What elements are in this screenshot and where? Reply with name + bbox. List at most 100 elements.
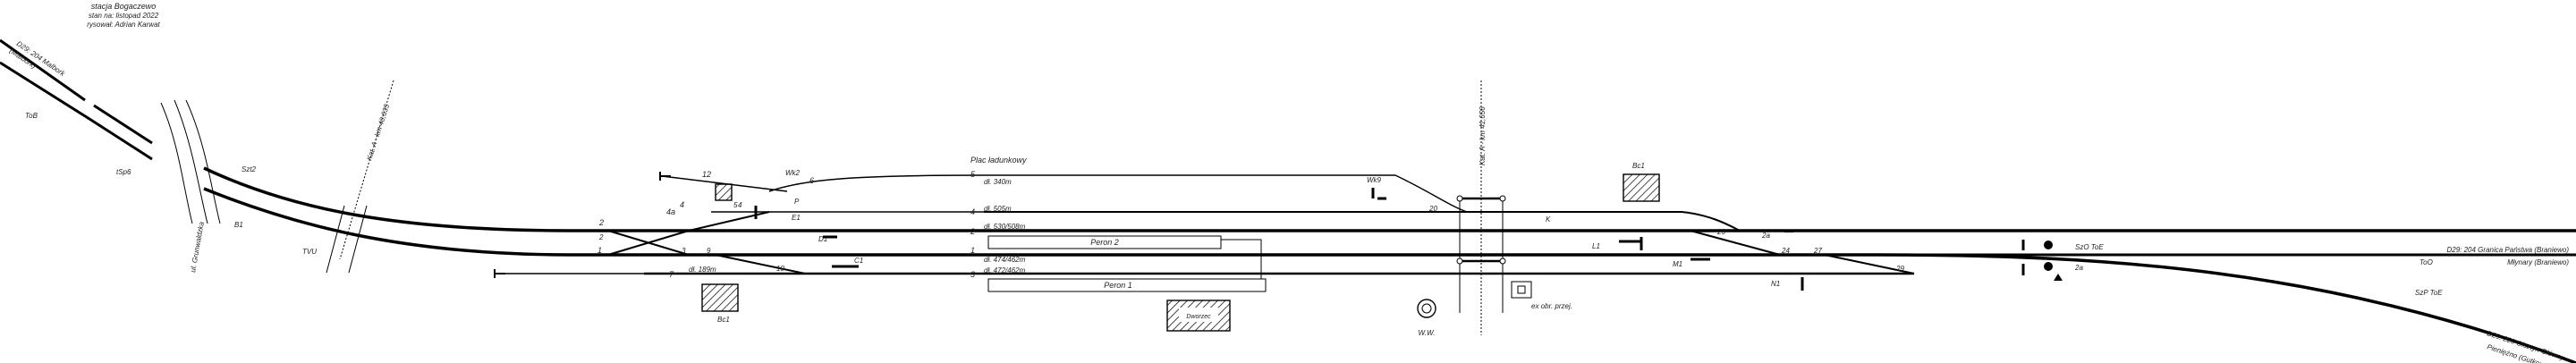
water-tower-label: W.W. (1419, 329, 1436, 337)
ex-crossing-label: ex obr. przej. (1531, 302, 1572, 310)
length-track-1: dł. 474/462m (984, 256, 1026, 264)
header: stacja Bogaczewo stan na: listopad 2022 … (87, 2, 160, 29)
author: rysował: Adrian Karwat (87, 21, 160, 29)
switch-20: 20 (1428, 205, 1437, 213)
km-label-right: Kat. A - km 41,656 (1479, 106, 1487, 165)
platform-2 (987, 235, 1222, 249)
signal-p: P (794, 198, 800, 206)
length-track-4: dł. 505m (984, 205, 1012, 213)
platform-access (1221, 239, 1262, 284)
station-building-label: Dworzec (1186, 314, 1211, 320)
road-label: ul. Grunwaldzka (189, 221, 206, 274)
label-2a: 2a (1761, 232, 1770, 240)
signal-box-left (701, 283, 739, 312)
state-date: stan na: listopad 2022 (89, 12, 159, 20)
barrier-post-4 (1499, 257, 1506, 265)
platform-1-label: Peron 1 (1104, 281, 1132, 290)
signal-box-right-label: Bc1 (1632, 162, 1645, 170)
level-crossings: Kat. A - km 40,635 Kat. A - km 41,656 (326, 80, 1506, 335)
switch-numbers: 2 3 4 5 9 10 20 23 24 27 29 (598, 201, 1904, 273)
track-number-1-right: 1 (970, 246, 975, 255)
road-edge-3 (185, 99, 221, 224)
main-tracks (203, 166, 2576, 363)
station-title: stacja Bogaczewo (91, 2, 157, 11)
crossover-9-10 (715, 254, 806, 274)
track-number-1: 1 (597, 246, 602, 255)
barrier-post-1 (1456, 195, 1463, 202)
track-number-4a: 4a (666, 207, 675, 216)
switch-5: 5 (733, 201, 738, 209)
road-edge-1 (160, 102, 193, 224)
signal-lamp-1 (2044, 241, 2053, 249)
crossing-left (326, 205, 368, 274)
signal-tzp: tSp6 (116, 168, 131, 176)
buffer-stop-7 (494, 269, 505, 278)
line-204-upper (0, 38, 86, 102)
track-number-7: 7 (669, 270, 674, 279)
signal-szt2: Szt2 (242, 165, 257, 173)
loading-yard-label: Plac ładunkowy (970, 156, 1027, 165)
switch-29: 29 (1895, 265, 1904, 273)
track-2 (203, 166, 2576, 232)
track-number-5: 5 (970, 170, 976, 179)
track-numbers: 2 4 4a 12 1 1 3 7 5 4 2 6 (597, 170, 976, 279)
signal-tvu: TVU (302, 248, 317, 256)
signal-box-left-label: Bc1 (717, 316, 730, 324)
platform-2-label: Peron 2 (1090, 238, 1119, 247)
length-track-5: dł. 340m (984, 178, 1012, 186)
signal-wk9-mast (1371, 188, 1386, 200)
crossover-1-4 (607, 230, 690, 256)
switch-23: 23 (1716, 228, 1725, 236)
line-204-lower (0, 61, 153, 161)
platform-1 (987, 278, 1267, 292)
km-label-left: Kat. A - km 40,635 (365, 103, 391, 162)
ex-crossing-hut-inner (1517, 285, 1526, 294)
signals: Szt2 B1 TVU Wk2 Wk9 K L1 M1 N1 P E1 D1 C… (234, 165, 2443, 297)
km-line-left (339, 80, 394, 260)
signal-b1: B1 (234, 221, 243, 229)
signal-e1: E1 (792, 214, 801, 222)
platforms: Peron 2 Peron 1 (987, 235, 1267, 292)
signal-k: K (1546, 215, 1551, 224)
signal-szp-toe: SzO ToE (2075, 243, 2104, 251)
switch-10: 10 (776, 265, 784, 273)
crossing-barriers (1460, 197, 1503, 263)
signal-l1-mast (1619, 237, 1643, 250)
track-number-2-right: 2 (970, 227, 975, 236)
switch-9: 9 (707, 247, 711, 255)
signal-m1: M1 (1673, 260, 1682, 268)
crossover-24 (1690, 230, 1781, 256)
building-yard (715, 183, 733, 201)
incoming-line-malbork: D29: 204 Malbork (Malbork) ToB tSp6 (0, 38, 153, 176)
track-number-4: 4 (680, 200, 684, 209)
switch-3: 3 (682, 247, 686, 255)
road-crossing-left: ul. Grunwaldzka (160, 99, 221, 274)
length-track-3: dł. 472/462m (984, 266, 1026, 274)
water-tower-inner (1421, 303, 1432, 314)
barrier-post-2 (1499, 195, 1506, 202)
signal-box-right (1623, 173, 1660, 202)
signal-d1: D1 (818, 235, 827, 243)
signal-c1: C1 (854, 257, 863, 265)
signal-wk9: Wk9 (1367, 176, 1382, 184)
track-lengths: dł. 340m dł. 505m dł. 530/508m dł. 474/4… (689, 178, 1026, 274)
track-number-4-right: 4 (970, 207, 975, 216)
signal-ToB: ToB (25, 112, 38, 120)
length-track-7: dł. 189m (689, 266, 716, 274)
track-1 (203, 187, 2576, 363)
track-5 (768, 174, 1468, 213)
buffer-stop-12 (659, 172, 671, 181)
switch-4: 4 (738, 201, 742, 209)
buildings: Dworzec Bc1 Bc1 W.W. ex obr. przej. (701, 162, 1660, 337)
signal-n1: N1 (1771, 280, 1780, 288)
length-track-2: dł. 530/508m (984, 223, 1026, 231)
right-line-labels: D29: 204 Granica Państwa (Braniewo) Młyn… (2446, 246, 2569, 363)
switch-2: 2 (598, 233, 604, 241)
line-label-braniewo: D29: 204 Granica Państwa (Braniewo) (2446, 246, 2569, 254)
crossover-27-29 (1824, 254, 1915, 274)
warning-sign (2054, 274, 2063, 281)
track-4 (984, 211, 1741, 232)
barrier-post-3 (1456, 257, 1463, 265)
track-number-3: 3 (970, 270, 975, 279)
